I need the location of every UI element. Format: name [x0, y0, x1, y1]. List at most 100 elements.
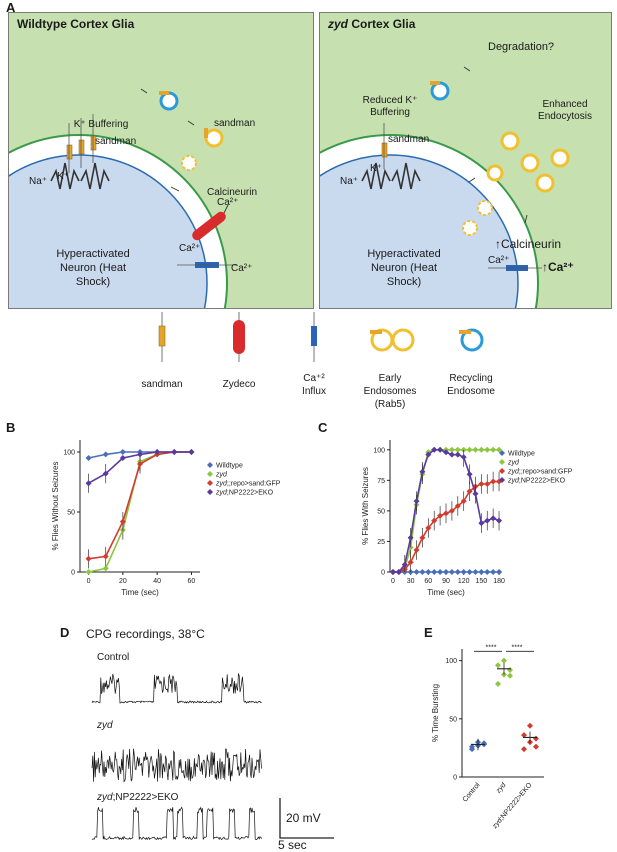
data-point — [389, 569, 396, 575]
panel-b-letter: B — [6, 420, 16, 435]
data-point — [443, 449, 449, 456]
series-3 — [85, 449, 195, 493]
scale-bar — [279, 798, 334, 839]
wildtype-panel-title: Wildtype Cortex Glia — [17, 17, 135, 31]
legend-entry-3: zyd;NP2222>EKO — [499, 477, 566, 485]
data-point — [495, 662, 501, 669]
x-category-label: zyd — [495, 781, 509, 795]
legend-label-plain: Wildtype — [216, 463, 243, 470]
data-point — [466, 569, 473, 575]
data-point — [533, 735, 539, 742]
panel-a-letter: A — [6, 0, 16, 15]
data-point — [419, 468, 426, 475]
series-line-2 — [392, 480, 500, 573]
zyd-sandman-label: sandman — [388, 134, 430, 145]
data-point — [460, 498, 467, 505]
series-0 — [389, 569, 503, 575]
legend-zydeco-label: Zydeco — [222, 379, 256, 390]
data-point — [119, 449, 126, 455]
y-axis-label: % Flies With Seizures — [361, 467, 370, 545]
data-point — [401, 561, 408, 568]
zydeco-exchanger-icon — [233, 312, 245, 362]
x-category-label: Control — [462, 781, 482, 803]
legend-label: zyd — [507, 460, 520, 467]
scale-time-label: 5 sec — [278, 838, 307, 852]
data-point — [466, 471, 473, 478]
x-tick-label: 150 — [476, 578, 488, 585]
data-point — [472, 490, 479, 497]
data-point — [102, 565, 109, 572]
data-point — [466, 488, 473, 495]
degradation-label: Degradation? — [488, 41, 555, 53]
sandman-channel-icon — [158, 312, 166, 362]
data-point — [137, 451, 143, 458]
data-point — [521, 746, 527, 753]
control-trace — [91, 672, 262, 704]
data-point — [448, 446, 455, 453]
data-point — [443, 569, 449, 575]
sandman-membrane-label: sandman — [95, 136, 137, 147]
legend-entry-2: zyd;;repo>sand:GFP — [207, 480, 281, 488]
data-point — [413, 569, 420, 575]
data-point — [507, 666, 513, 673]
legend-early-endosome-label: Early Endosomes (Rab5) — [363, 373, 417, 410]
wildtype-schematic-drawing — [9, 88, 237, 308]
data-point — [407, 559, 414, 566]
legend-label-italic: zyd — [507, 478, 520, 485]
x-tick-label: 20 — [119, 578, 127, 585]
panel-e-letter: E — [424, 625, 433, 640]
calcineurin-label: Calcineurin — [207, 187, 258, 198]
data-point — [119, 518, 126, 525]
data-point — [407, 534, 414, 541]
data-point — [460, 569, 467, 575]
data-point — [395, 569, 402, 575]
y-tick-label: 0 — [453, 775, 457, 782]
data-point — [85, 555, 92, 562]
y-tick-label: 100 — [373, 447, 385, 454]
legend-label-italic: zyd — [215, 481, 228, 488]
legend-entry-3: zyd;NP2222>EKO — [207, 489, 274, 497]
zydeco-exchanger — [192, 211, 226, 241]
data-point — [102, 451, 109, 458]
x-tick-label: 30 — [407, 578, 415, 585]
zyd-ca-small-label: Ca²⁺ — [488, 255, 510, 266]
panel-d-letter: D — [60, 625, 70, 640]
x-tick-label: 40 — [153, 578, 161, 585]
x-axis-label: Time (sec) — [121, 588, 159, 597]
data-point — [425, 525, 432, 531]
ca-label-3: Ca²⁺ — [231, 263, 253, 274]
data-point — [454, 446, 461, 453]
x-tick-label: 90 — [442, 578, 450, 585]
data-point — [102, 553, 109, 560]
legend-label: zyd — [215, 472, 228, 479]
data-point — [472, 569, 479, 575]
legend-label-plain: ;NP2222>EKO — [519, 478, 566, 485]
y-tick-label: 25 — [377, 539, 385, 546]
trace-label-zyd: zyd — [97, 720, 113, 731]
data-point — [413, 547, 420, 553]
zyd-ca-big-label: ↑Ca²⁺ — [542, 260, 574, 274]
data-point — [507, 672, 513, 679]
data-point — [454, 569, 461, 575]
data-point — [85, 455, 92, 461]
legend-label-plain: ;;repo>sand:GFP — [519, 469, 573, 476]
legend-label: zyd;NP2222>EKO — [215, 490, 274, 497]
legend-label-plain: ;;repo>sand:GFP — [227, 481, 281, 488]
data-point — [478, 520, 485, 527]
y-axis-label: % Flies Without Seizures — [51, 462, 60, 551]
legend-entry-2: zyd;;repo>sand:GFP — [499, 468, 573, 476]
legend-label-italic: zyd — [507, 460, 520, 467]
data-point — [419, 569, 426, 575]
y-tick-label: 0 — [71, 570, 75, 577]
legend-label: zyd;;repo>sand:GFP — [215, 481, 281, 488]
x-tick-label: 120 — [458, 578, 470, 585]
data-point — [425, 451, 432, 458]
legend-label: zyd;;repo>sand:GFP — [507, 469, 573, 476]
data-point — [102, 470, 109, 477]
x-category-label-plain: Control — [462, 781, 482, 803]
data-point — [469, 743, 475, 750]
ekko-trace — [91, 806, 262, 841]
legend-label-italic: zyd — [215, 490, 228, 497]
